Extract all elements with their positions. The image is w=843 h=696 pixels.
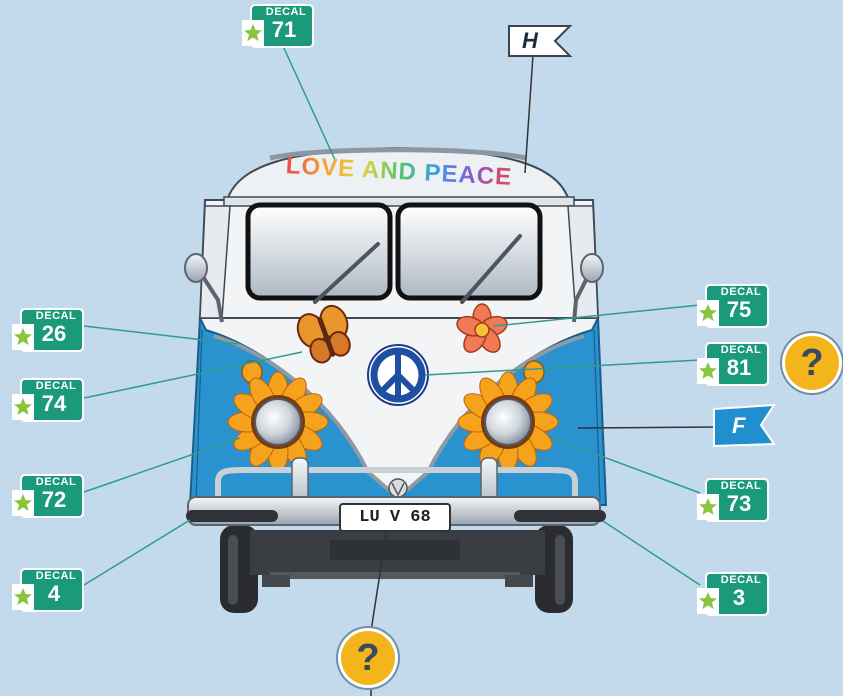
decal-badge-81: DECAL 81 (697, 340, 769, 388)
top-flag-label: H (522, 28, 538, 54)
decal-badge-75: DECAL 75 (697, 282, 769, 330)
decal-badge-26: DECAL 26 (12, 306, 84, 354)
license-plate: LU V 68 (339, 503, 451, 532)
question-badge-right: ? (785, 336, 839, 390)
decal-badge-3: DECAL 3 (697, 570, 769, 618)
decal-badge-73: DECAL 73 (697, 476, 769, 524)
decal-badge-72: DECAL 72 (12, 472, 84, 520)
decal-badge-71: DECAL 71 (242, 2, 314, 50)
side-flag-label: F (732, 413, 745, 439)
undercarriage (250, 530, 545, 587)
decal-badge-4: DECAL 4 (12, 566, 84, 614)
question-badge-bottom: ? (341, 631, 395, 685)
decal-badge-74: DECAL 74 (12, 376, 84, 424)
peace-sign-icon (368, 345, 428, 405)
top-flag-shape (509, 26, 570, 56)
